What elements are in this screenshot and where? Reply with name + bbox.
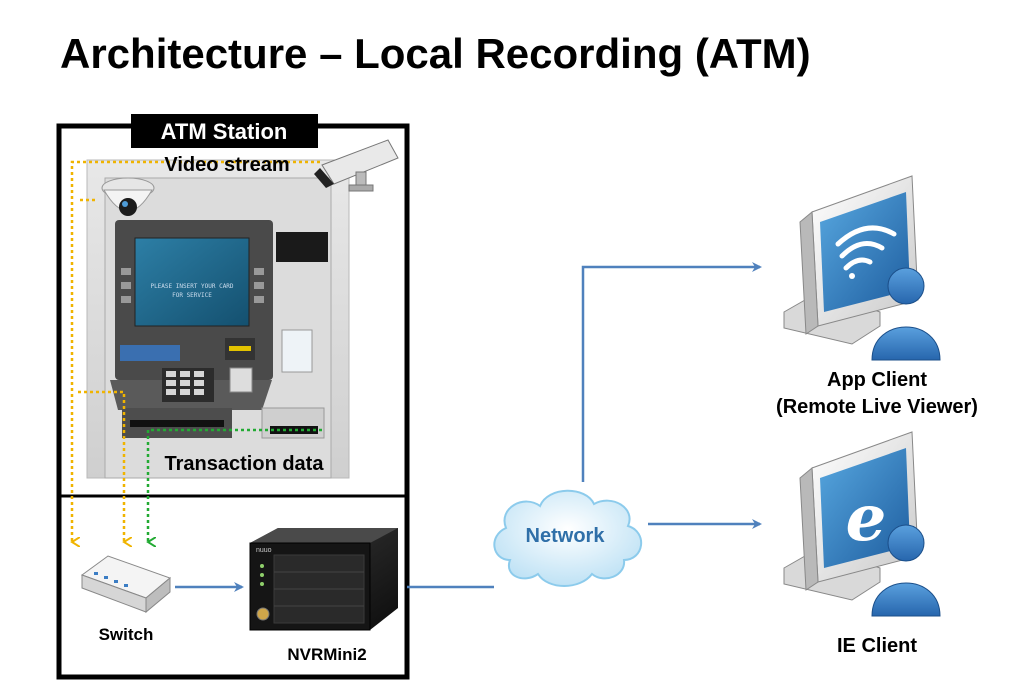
wifi-icon — [835, 225, 897, 279]
app-client-subtitle: (Remote Live Viewer) — [776, 396, 978, 418]
svg-text:PLEASE INSERT YOUR CARD: PLEASE INSERT YOUR CARD — [150, 283, 233, 290]
internet-explorer-icon: e — [846, 481, 887, 556]
switch-icon — [80, 555, 171, 614]
svg-text:FOR SERVICE: FOR SERVICE — [172, 292, 212, 299]
app-client-user-icon — [871, 267, 941, 361]
atm-station-label: ATM Station — [131, 114, 318, 148]
network-cloud-icon — [493, 489, 643, 587]
atm-station-label-text: ATM Station — [161, 119, 288, 144]
video-stream-path — [72, 160, 320, 542]
ie-client-computer-icon: e — [783, 431, 919, 601]
ie-client-label: IE Client — [837, 635, 917, 657]
app-client-label: App Client — [827, 369, 927, 391]
ie-client-user-icon — [871, 524, 941, 617]
bullet-camera-icon — [314, 139, 399, 192]
video-stream-label: Video stream — [164, 154, 289, 176]
nvr-device-icon: nuuo — [249, 528, 398, 631]
nvr-label: NVRMini2 — [287, 645, 366, 664]
dome-camera-icon — [101, 177, 155, 216]
transaction-data-label: Transaction data — [165, 453, 325, 475]
atm-machine-image: PLEASE INSERT YOUR CARD FOR SERVICE — [86, 159, 350, 479]
switch-label: Switch — [99, 625, 154, 644]
network-to-app-client-arrow — [581, 262, 762, 482]
page-title: Architecture – Local Recording (ATM) — [60, 30, 811, 77]
transaction-data-path — [148, 428, 322, 542]
app-client-computer-icon — [783, 175, 919, 345]
nvr-brand-text: nuuo — [256, 547, 272, 554]
network-label: Network — [526, 525, 606, 547]
